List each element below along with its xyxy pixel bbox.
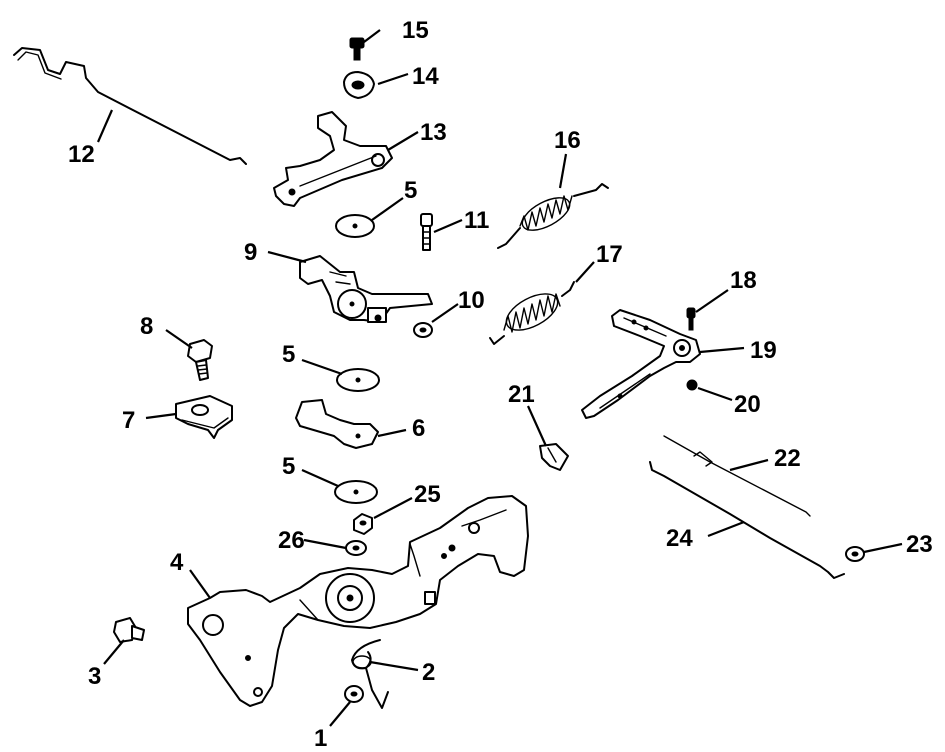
part-17-spring: [489, 281, 575, 345]
callout-16: 16: [554, 127, 581, 154]
leader-5c: [301, 468, 339, 488]
part-22-wire: [663, 435, 811, 517]
part-3-bolt: [113, 617, 145, 643]
callout-3: 3: [88, 663, 101, 690]
callout-9: 9: [244, 239, 257, 266]
part-13-bracket: [273, 111, 393, 207]
callout-1: 1: [314, 725, 327, 752]
callout-6: 6: [412, 415, 425, 442]
leader-14: [377, 72, 409, 86]
leader-7: [145, 412, 177, 420]
callout-10: 10: [458, 287, 485, 314]
leader-3: [103, 639, 125, 665]
callout-12: 12: [68, 141, 95, 168]
leader-26: [303, 538, 347, 550]
part-18-screw: [686, 307, 696, 331]
callout-17: 17: [596, 241, 623, 268]
part-14-washer: [343, 71, 375, 99]
part-25-nut: [353, 513, 373, 535]
callout-25: 25: [414, 481, 441, 508]
leader-22: [729, 458, 769, 472]
leader-5a: [371, 197, 404, 221]
leader-6: [377, 428, 407, 438]
leader-17: [575, 261, 595, 283]
part-10-nut: [413, 322, 433, 338]
callout-14: 14: [412, 63, 439, 90]
part-7-clamp: [175, 395, 233, 439]
leader-9: [267, 250, 307, 264]
part-11-bolt: [420, 213, 433, 251]
leader-10: [431, 303, 459, 323]
leader-23: [863, 542, 903, 554]
part-1-nut: [344, 685, 364, 703]
part-12-rod: [13, 47, 247, 165]
part-20-nut: [686, 379, 698, 391]
leader-1: [329, 701, 351, 727]
callout-20: 20: [734, 391, 761, 418]
part-9-lever: [299, 255, 433, 323]
part-19-lever: [581, 309, 701, 419]
part-26-nut: [345, 540, 367, 556]
callout-8: 8: [140, 313, 153, 340]
leader-8: [165, 329, 193, 349]
callout-19: 19: [750, 337, 777, 364]
callout-22: 22: [774, 445, 801, 472]
part-5-washer-c: [334, 480, 378, 504]
callout-7: 7: [122, 407, 135, 434]
callout-5-a: 5: [404, 177, 417, 204]
callout-4: 4: [170, 549, 184, 576]
part-4-main-bracket: [187, 495, 529, 707]
part-5-washer-b: [336, 368, 380, 392]
part-5-washer-a: [335, 214, 375, 238]
leader-18: [695, 289, 729, 313]
part-23-nut: [845, 546, 865, 562]
callout-5-c: 5: [282, 453, 295, 480]
leader-4: [189, 569, 211, 599]
leader-19: [699, 346, 745, 354]
leader-21: [526, 405, 548, 447]
callout-2: 2: [422, 659, 435, 686]
callout-11: 11: [464, 207, 489, 234]
leader-16: [558, 153, 568, 189]
part-16-spring: [497, 183, 609, 249]
leader-12: [96, 109, 114, 143]
leader-2: [369, 660, 419, 672]
callout-labels: 15 14 13 12 5 11 16 9 17 10 8 5 7 6 5 25…: [68, 17, 933, 752]
leader-lines: [96, 29, 903, 727]
callout-13: 13: [420, 119, 447, 146]
callout-23: 23: [906, 531, 933, 558]
part-8-bolt: [187, 339, 213, 381]
leader-24: [707, 520, 745, 538]
callout-18: 18: [730, 267, 757, 294]
leader-20: [697, 386, 733, 402]
callout-5-b: 5: [282, 341, 295, 368]
callout-21: 21: [508, 381, 535, 408]
leader-13: [387, 131, 419, 151]
leader-5b: [301, 358, 343, 376]
callout-24: 24: [666, 525, 693, 552]
part-6-plate: [295, 399, 379, 449]
leader-15: [363, 29, 381, 43]
part-21-clip: [539, 443, 569, 471]
part-15-screw: [349, 37, 365, 61]
callout-26: 26: [278, 527, 305, 554]
leader-25: [373, 497, 413, 519]
leader-11: [433, 218, 463, 234]
callout-15: 15: [402, 17, 429, 44]
part-24-rod: [649, 461, 845, 579]
